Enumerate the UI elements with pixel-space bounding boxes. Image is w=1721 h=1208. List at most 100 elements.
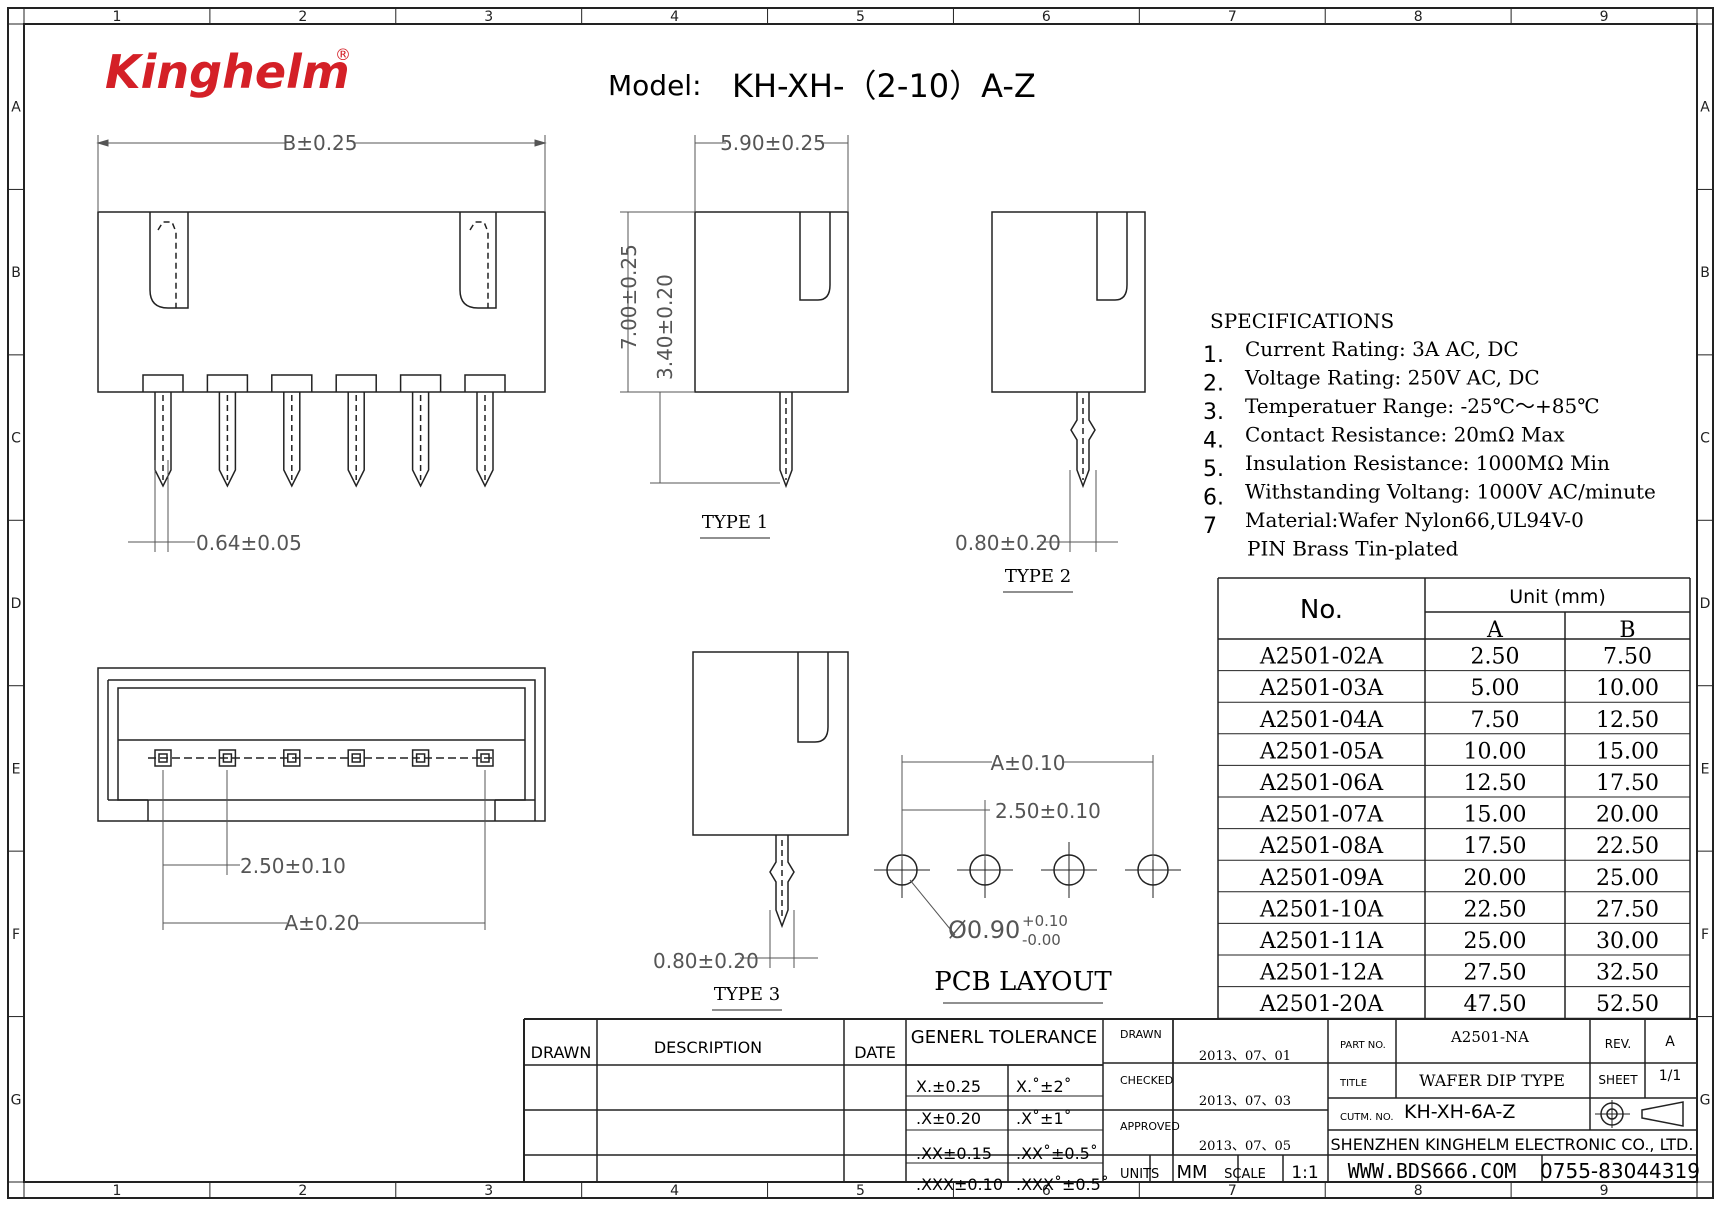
- zone-number-bottom: 8: [1414, 1183, 1423, 1199]
- table-row: A2501-06A 12.50 17.50: [1259, 771, 1659, 796]
- front-pin: [476, 392, 494, 488]
- pcb-holes: [874, 842, 1181, 898]
- cell-part-no: A2501-03A: [1259, 676, 1384, 701]
- zone-letter-right: F: [1701, 927, 1709, 943]
- dim-type2-pin: [1040, 470, 1118, 552]
- tb-company: SHENZHEN KINGHELM ELECTRONIC CO., LTD.: [1331, 1135, 1694, 1154]
- zone-letter-right: B: [1700, 265, 1710, 281]
- dim-type2-pin-label: 0.80±0.20: [955, 531, 1061, 555]
- zone-number-bottom: 6: [1042, 1183, 1051, 1199]
- spec-item-number: 3.: [1203, 400, 1224, 425]
- zone-number-bottom: 4: [670, 1183, 679, 1199]
- spec-item-number: 6.: [1203, 486, 1224, 511]
- zone-letter-right: D: [1700, 596, 1711, 612]
- cell-a: 17.50: [1464, 834, 1527, 859]
- cell-a: 22.50: [1464, 897, 1527, 922]
- top-pin-square: [411, 749, 430, 767]
- model-label: Model:: [608, 69, 702, 102]
- tolerance-linear: X.±0.25: [916, 1077, 981, 1096]
- spec-item-number: 4.: [1203, 429, 1224, 454]
- tb-title: WAFER DIP TYPE: [1419, 1071, 1565, 1090]
- spec-item-text: Temperatuer Range: -25℃～+85℃: [1245, 394, 1600, 418]
- top-pin-inner: [222, 753, 233, 763]
- zone-number-top: 9: [1600, 9, 1609, 25]
- tolerance-angle: .XX˚±0.5˚: [1016, 1144, 1098, 1163]
- zone-number-bottom: 3: [484, 1183, 493, 1199]
- tb-units-label: UNITS: [1120, 1167, 1159, 1182]
- tb-drawn-header: DRAWN: [531, 1043, 592, 1062]
- cell-b: 7.50: [1603, 645, 1652, 670]
- cell-a: 47.50: [1464, 992, 1527, 1017]
- zone-number-top: 7: [1228, 9, 1237, 25]
- dim-pin-height-label: 3.40±0.20: [653, 274, 677, 380]
- cell-b: 20.00: [1596, 803, 1659, 828]
- top-view: [97, 667, 546, 822]
- zone-letter-left: B: [11, 265, 21, 281]
- zone-number-top: 8: [1414, 9, 1423, 25]
- tolerance-row: .XX±0.15.XX˚±0.5˚: [916, 1144, 1098, 1163]
- pcb-layout-label: PCB LAYOUT: [934, 967, 1112, 997]
- table-header-b: B: [1619, 618, 1635, 643]
- tolerance-angle: .XXX˚±0.5˚: [1016, 1175, 1109, 1194]
- spec-item-number: 5.: [1203, 457, 1224, 482]
- zone-letter-left: C: [11, 431, 21, 447]
- tb-drawn-date: 2013、07、01: [1199, 1049, 1291, 1064]
- zone-number-top: 2: [298, 9, 307, 25]
- zone-letter-left: E: [12, 761, 21, 777]
- tb-cust-no: KH-XH-6A-Z: [1404, 1101, 1515, 1123]
- zone-number-top: 4: [670, 9, 679, 25]
- dim-type3-pin-label: 0.80±0.20: [653, 949, 759, 973]
- cell-b: 17.50: [1596, 771, 1659, 796]
- top-pin-square: [154, 749, 172, 767]
- spec-item-text: Current Rating: 3A AC, DC: [1245, 337, 1519, 361]
- spec-item-text: Insulation Resistance: 1000MΩ Min: [1245, 451, 1610, 475]
- top-pin-inner: [415, 753, 426, 763]
- spec-title: SPECIFICATIONS: [1210, 309, 1394, 333]
- dim-top-a-label: A±0.20: [285, 911, 360, 935]
- top-pin-square: [347, 749, 365, 767]
- dim-top-pitch: [162, 770, 486, 930]
- dim-hole-label: Ø0.90: [948, 916, 1020, 944]
- type2-label: TYPE 2: [1005, 566, 1071, 587]
- zone-number-bottom: 7: [1228, 1183, 1237, 1199]
- tb-tolerance-header: GENERL TOLERANCE: [911, 1027, 1097, 1048]
- tb-approved-date: 2013、07、05: [1199, 1139, 1291, 1154]
- cell-a: 15.00: [1464, 803, 1527, 828]
- cell-b: 25.00: [1596, 866, 1659, 891]
- top-pin-inner: [480, 753, 490, 763]
- model-value: KH-XH-（2-10）A-Z: [732, 67, 1036, 105]
- cell-a: 27.50: [1464, 961, 1527, 986]
- zone-number-bottom: 1: [112, 1183, 121, 1199]
- cell-a: 12.50: [1464, 771, 1527, 796]
- cell-b: 27.50: [1596, 897, 1659, 922]
- dim-pin-width: [128, 460, 195, 552]
- tb-scale-value: 1:1: [1291, 1163, 1318, 1183]
- tb-scale-label: SCALE: [1224, 1167, 1266, 1182]
- pin-collar: [399, 374, 442, 392]
- zone-letter-right: C: [1700, 431, 1710, 447]
- cell-a: 25.00: [1464, 929, 1527, 954]
- registered-mark: ®: [335, 45, 351, 64]
- tb-sheet-label: SHEET: [1598, 1073, 1638, 1087]
- top-pin-square: [476, 749, 494, 767]
- tb-checked-label: CHECKED: [1120, 1074, 1173, 1087]
- tb-description-header: DESCRIPTION: [654, 1038, 762, 1057]
- zone-number-top: 1: [112, 9, 121, 25]
- pin-collar: [142, 374, 184, 392]
- zone-letter-right: E: [1701, 761, 1710, 777]
- cell-part-no: A2501-06A: [1259, 771, 1384, 796]
- spec-item-text: Material:Wafer Nylon66,UL94V-0: [1245, 508, 1584, 532]
- pin-collar: [464, 374, 506, 392]
- front-pins: [154, 392, 494, 488]
- spec-list: 1.Current Rating: 3A AC, DC2.Voltage Rat…: [1203, 337, 1656, 561]
- dim-side-width-label: 5.90±0.25: [720, 131, 826, 155]
- spec-extra-line: PIN Brass Tin-plated: [1247, 537, 1459, 561]
- zone-number-bottom: 2: [298, 1183, 307, 1199]
